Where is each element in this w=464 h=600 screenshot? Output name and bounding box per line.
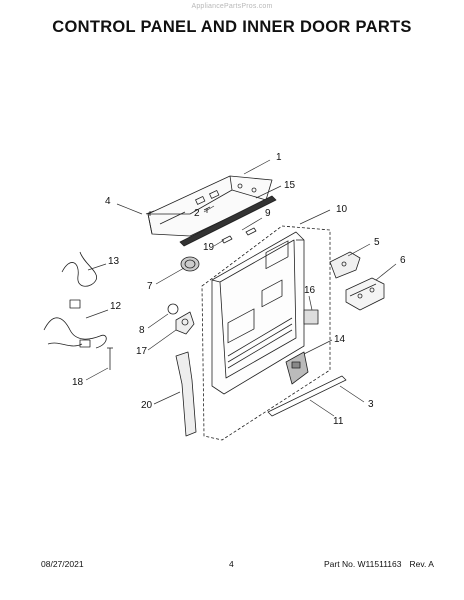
hinge-bracket [329,251,361,279]
wire-harness-upper [61,251,98,287]
door-switch [303,309,319,325]
callout-11: 11 [333,416,344,427]
callout-10: 10 [336,204,348,215]
footer-part-info: Part No. W11511163 Rev. A [324,559,434,569]
leader-lines [85,159,397,417]
callout-2: 2 [194,208,200,219]
callout-18: 18 [72,377,84,388]
control-board [285,351,309,385]
callout-16: 16 [304,285,316,296]
callout-8: 8 [139,325,145,336]
callout-19: 19 [203,242,215,253]
callout-17: 17 [136,346,148,357]
callout-12: 12 [110,301,122,312]
control-panel-console [147,175,273,237]
page-title: CONTROL PANEL AND INNER DOOR PARTS [52,18,412,36]
wire-harness-lower [43,299,107,349]
footer-revision: Rev. A [409,559,434,569]
vent-assembly [175,311,195,335]
footer-part-number: Part No. W11511163 [324,559,402,569]
callout-1: 1 [276,152,282,163]
callout-6: 6 [400,255,406,266]
callout-9: 9 [265,208,271,219]
callout-7: 7 [147,281,153,292]
footer-date: 08/27/2021 [41,559,84,569]
callout-4: 4 [105,196,111,207]
callout-13: 13 [108,256,120,267]
lower-trim-strip [267,375,347,417]
door-clips [221,227,257,244]
control-panel-gasket [179,195,277,247]
latch-assembly [345,277,385,311]
callout-5: 5 [374,237,380,248]
callout-15: 15 [284,180,296,191]
callout-14: 14 [334,334,346,345]
vent-duct [175,351,197,437]
mounting-screw [107,347,113,370]
footer-page-number: 4 [229,559,234,569]
watermark: AppliancePartsPros.com [191,3,273,10]
seal-ring [167,303,179,315]
callout-3: 3 [368,399,374,410]
dispenser-cap [180,256,200,272]
callout-20: 20 [141,400,153,411]
inner-door-panel [201,225,331,441]
